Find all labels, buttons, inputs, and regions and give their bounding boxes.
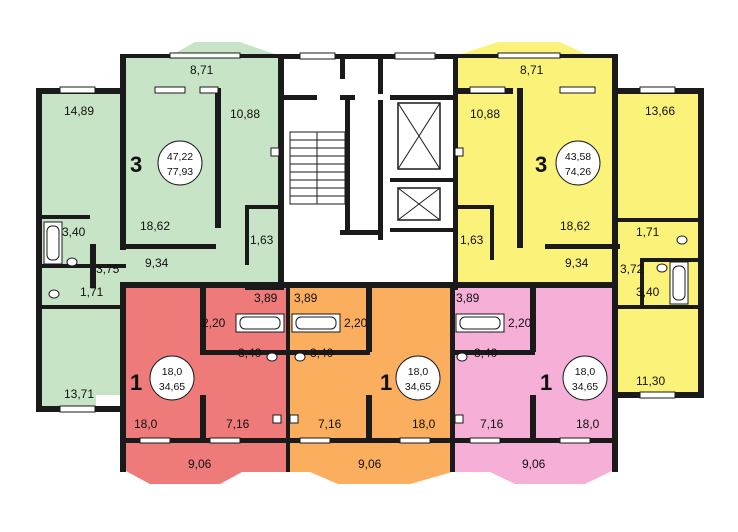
room-area-label: 9,34 xyxy=(145,256,169,270)
apartment-orange[interactable] xyxy=(288,285,452,484)
badge-orange: 1 18,0 34,65 xyxy=(380,355,441,401)
bathtub-icon xyxy=(291,313,341,333)
room-area-label: 9,06 xyxy=(188,457,212,471)
room-area-label: 18,0 xyxy=(576,417,600,431)
total-area: 34,65 xyxy=(159,381,185,393)
room-area-label: 3,89 xyxy=(456,291,480,305)
total-area: 34,65 xyxy=(405,381,431,393)
stair-core-fill xyxy=(280,56,455,285)
room-area-label: 10,88 xyxy=(470,107,500,121)
bathtub-icon xyxy=(669,261,689,305)
living-area: 43,58 xyxy=(565,151,591,163)
room-area-label: 13,66 xyxy=(645,104,675,118)
room-area-label: 3,89 xyxy=(294,291,318,305)
room-area-label: 3,40 xyxy=(238,346,262,360)
windows xyxy=(59,52,676,444)
room-area-label: 3,40 xyxy=(636,285,660,299)
room-area-label: 1,63 xyxy=(250,233,274,247)
badge-green: 3 47,22 77,93 xyxy=(130,140,203,186)
room-count: 1 xyxy=(380,370,392,395)
room-area-label: 1,71 xyxy=(80,285,104,299)
total-area: 34,65 xyxy=(572,381,598,393)
elevator-small xyxy=(397,187,441,221)
badges: 3 47,22 77,93 3 43,58 74,26 1 18,0 34,65… xyxy=(130,140,608,401)
bathtub-icon xyxy=(43,221,63,265)
fixtures xyxy=(43,147,689,424)
room-area-label: 3,72 xyxy=(620,262,644,276)
room-area-label: 1,71 xyxy=(636,225,660,239)
room-area-label: 7,16 xyxy=(226,417,250,431)
stair-core xyxy=(280,56,455,285)
room-area-label: 9,06 xyxy=(358,457,382,471)
room-area-label: 3,75 xyxy=(96,262,120,276)
room-area-label: 7,16 xyxy=(480,417,504,431)
toilet-icon xyxy=(266,352,468,362)
room-count: 3 xyxy=(130,152,142,177)
room-area-label: 3,40 xyxy=(62,225,86,239)
room-area-label: 2,20 xyxy=(202,316,226,330)
living-area: 18,0 xyxy=(575,366,596,378)
room-area-label: 14,89 xyxy=(64,104,94,118)
apartment-red-fill xyxy=(124,285,288,484)
total-area: 77,93 xyxy=(167,166,193,178)
room-area-label: 10,88 xyxy=(230,107,260,121)
stair-steps xyxy=(290,132,345,204)
room-area-label: 8,71 xyxy=(190,63,214,77)
room-count: 3 xyxy=(535,152,547,177)
room-area-label: 3,89 xyxy=(254,291,278,305)
badge-red: 1 18,0 34,65 xyxy=(130,355,195,401)
bathtub-icon xyxy=(455,313,505,333)
room-area-label: 9,34 xyxy=(565,256,589,270)
room-area-label: 9,06 xyxy=(522,457,546,471)
living-area: 18,0 xyxy=(408,366,429,378)
room-area-label: 1,63 xyxy=(460,233,484,247)
walls xyxy=(36,54,704,472)
room-area-label: 3,40 xyxy=(310,346,334,360)
apartment-pink[interactable] xyxy=(452,285,614,484)
living-area: 18,0 xyxy=(162,366,183,378)
room-count: 1 xyxy=(540,370,552,395)
total-area: 74,26 xyxy=(565,166,591,178)
room-area-label: 2,20 xyxy=(508,316,532,330)
badge-yellow: 3 43,58 74,26 xyxy=(535,140,601,186)
room-area-label: 8,71 xyxy=(520,63,544,77)
bathtub-icon xyxy=(235,313,285,333)
apartment-orange-fill xyxy=(288,285,452,484)
badge-pink: 1 18,0 34,65 xyxy=(540,355,608,401)
toilet-icon xyxy=(48,257,78,299)
room-area-label: 18,0 xyxy=(134,417,158,431)
vent-icon xyxy=(270,147,464,424)
room-area-label: 18,0 xyxy=(412,417,436,431)
room-area-label: 2,20 xyxy=(344,316,368,330)
room-labels: 8,71 14,89 10,88 18,62 1,63 3,40 3,75 9,… xyxy=(62,63,675,471)
apartment-red[interactable] xyxy=(124,285,288,484)
living-area: 47,22 xyxy=(167,151,193,163)
toilet-icon xyxy=(656,235,688,273)
room-area-label: 18,62 xyxy=(560,219,590,233)
room-area-label: 13,71 xyxy=(64,387,94,401)
apartment-pink-fill xyxy=(452,285,614,484)
room-area-label: 3,40 xyxy=(474,346,498,360)
elevator-large xyxy=(397,102,441,170)
room-area-label: 7,16 xyxy=(318,417,342,431)
room-count: 1 xyxy=(130,370,142,395)
room-area-label: 11,30 xyxy=(636,374,665,388)
room-area-label: 18,62 xyxy=(140,219,170,233)
